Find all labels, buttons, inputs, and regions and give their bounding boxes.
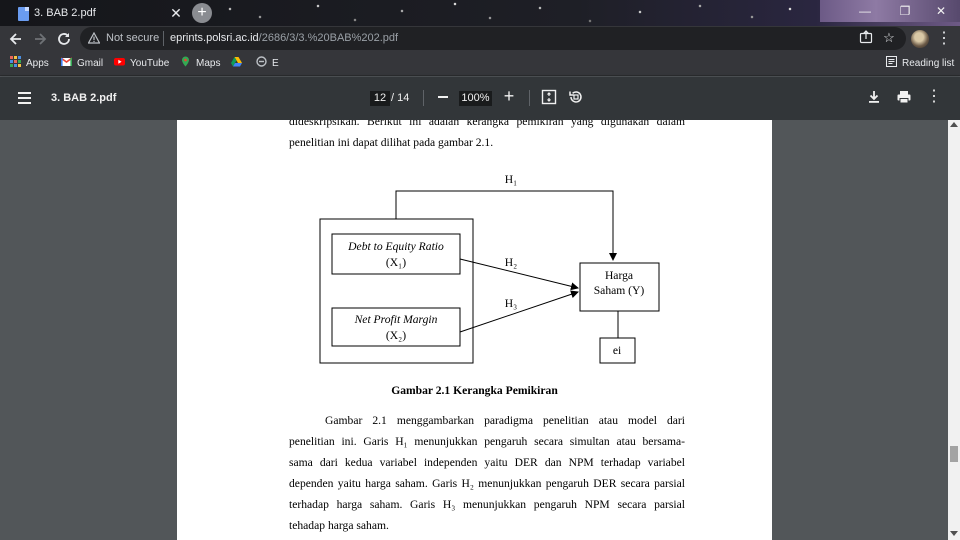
- framework-diagram: Debt to Equity Ratio (X₁) Net Profit Mar…: [177, 164, 772, 374]
- url-host: eprints.polsri.ac.id: [170, 32, 259, 44]
- reading-list-button[interactable]: Reading list: [886, 56, 954, 72]
- label-h2: H₂: [505, 256, 517, 269]
- reload-button[interactable]: [54, 29, 74, 49]
- x2-var: (X₂): [386, 329, 406, 342]
- security-status[interactable]: Not secure: [106, 32, 160, 44]
- figure-caption: Gambar 2.1 Kerangka Pemikiran: [391, 384, 558, 397]
- page-number-input[interactable]: [370, 91, 390, 106]
- more-options-icon[interactable]: ⋮: [926, 88, 942, 105]
- maps-pin-icon: [182, 56, 189, 67]
- bookmark-label: E: [272, 58, 279, 69]
- box-x2: [331, 307, 461, 347]
- download-icon[interactable]: [865, 88, 883, 106]
- bookmark-label: YouTube: [130, 58, 170, 69]
- bookmark-apps[interactable]: Apps: [10, 56, 49, 72]
- bookmark-youtube[interactable]: YouTube: [114, 56, 169, 72]
- y-line1: Harga: [605, 269, 633, 282]
- error-label: ei: [613, 344, 621, 357]
- browser-tab[interactable]: 3. BAB 2.pdf ✕: [8, 2, 188, 26]
- pdf-viewport[interactable]: dideskripsikan. Berikut ini adalah keran…: [0, 120, 948, 540]
- arrow-h1: [395, 190, 617, 261]
- url-text[interactable]: eprints.polsri.ac.id/2686/3/3.%20BAB%202…: [170, 32, 398, 44]
- reading-list-icon: [886, 56, 897, 67]
- text-line: dideskripsikan. Berikut ini adalah keran…: [289, 120, 685, 128]
- x1-var: (X₁): [386, 256, 406, 269]
- zoom-level-input[interactable]: [459, 91, 492, 106]
- back-arrow-icon: [9, 33, 21, 45]
- zoom-in-button[interactable]: +: [503, 86, 515, 106]
- y-line2: Saham (Y): [594, 284, 645, 297]
- reload-icon: [58, 33, 70, 45]
- text-line: penelitian ini. Garis H₁ menunjukkan pen…: [289, 435, 685, 448]
- fit-to-page-icon[interactable]: [540, 88, 558, 106]
- x2-title: Net Profit Margin: [354, 313, 438, 326]
- x1-title: Debt to Equity Ratio: [347, 240, 444, 253]
- address-bar[interactable]: Not secure eprints.polsri.ac.id/2686/3/3…: [80, 27, 906, 50]
- browser-toolbar: Not secure eprints.polsri.ac.id/2686/3/3…: [0, 26, 960, 52]
- bookmarks-bar: Apps Gmail YouTube Maps E Reading list: [0, 52, 960, 76]
- window-controls: — ❐ ✕: [820, 0, 960, 22]
- youtube-icon: [114, 58, 125, 66]
- text-line: dependen yaitu harga saham. Garis H₂ men…: [289, 477, 685, 490]
- tab-title: 3. BAB 2.pdf: [34, 7, 96, 19]
- tab-close-button[interactable]: ✕: [170, 5, 182, 21]
- divider: [529, 90, 530, 106]
- profile-avatar[interactable]: [911, 30, 929, 48]
- gmail-icon: [61, 57, 72, 66]
- text-line: penelitian ini dapat dilihat pada gambar…: [289, 136, 494, 149]
- bookmark-label: Apps: [26, 58, 49, 69]
- hamburger-menu-icon[interactable]: [17, 90, 33, 106]
- menu-kebab-icon[interactable]: ⋮: [936, 30, 952, 47]
- arrow-h2: [459, 258, 579, 291]
- pdf-title: 3. BAB 2.pdf: [51, 92, 117, 104]
- edge-extension-icon: [256, 56, 267, 67]
- bookmark-star-icon[interactable]: ☆: [883, 30, 895, 45]
- text-line: Gambar 2.1 menggambarkan paradigma penel…: [325, 414, 685, 427]
- scrollbar[interactable]: [948, 120, 960, 540]
- tab-strip: 3. BAB 2.pdf ✕ + — ❐ ✕: [0, 0, 960, 26]
- scroll-thumb[interactable]: [950, 446, 958, 462]
- reading-list-label: Reading list: [902, 58, 955, 69]
- zoom-out-button[interactable]: [434, 88, 452, 106]
- scroll-down-arrow-icon[interactable]: [950, 531, 958, 536]
- pdf-toolbar: 3. BAB 2.pdf / 14 + ⋮: [0, 77, 960, 120]
- close-window-icon[interactable]: ✕: [935, 4, 947, 18]
- forward-button[interactable]: [30, 29, 50, 49]
- forward-arrow-icon: [35, 33, 47, 45]
- arrow-h3: [459, 290, 579, 333]
- back-button[interactable]: [6, 29, 26, 49]
- bookmark-drive[interactable]: [231, 56, 247, 72]
- text-line: terhadap harga saham. Garis H₃ menunjukk…: [289, 498, 685, 511]
- divider: [423, 90, 424, 106]
- share-icon[interactable]: [858, 30, 874, 46]
- page-total: / 14: [391, 92, 410, 104]
- scroll-up-arrow-icon[interactable]: [950, 122, 958, 127]
- restore-icon[interactable]: ❐: [899, 4, 911, 18]
- label-h3: H₃: [505, 297, 517, 310]
- text-line: tehadap harga saham.: [289, 519, 389, 532]
- divider: [163, 31, 164, 46]
- print-icon[interactable]: [895, 88, 913, 106]
- bookmark-e[interactable]: E: [256, 56, 279, 72]
- bookmark-maps[interactable]: Maps: [180, 56, 220, 72]
- box-x1: [331, 233, 461, 275]
- theme-background: [0, 0, 960, 26]
- apps-grid-icon: [10, 56, 21, 67]
- label-h1: H₁: [505, 173, 517, 186]
- bookmark-gmail[interactable]: Gmail: [61, 56, 103, 72]
- file-icon: [18, 7, 29, 21]
- warning-icon[interactable]: [88, 32, 100, 44]
- text-line: sama dari kedua variabel independen yait…: [289, 456, 685, 469]
- bookmark-label: Maps: [196, 58, 221, 69]
- pdf-page: dideskripsikan. Berikut ini adalah keran…: [177, 120, 772, 540]
- url-path: /2686/3/3.%20BAB%202.pdf: [258, 32, 399, 44]
- minimize-icon[interactable]: —: [859, 4, 871, 18]
- new-tab-button[interactable]: +: [192, 3, 212, 23]
- google-drive-icon: [231, 57, 242, 67]
- box-y: [579, 262, 660, 312]
- bookmark-label: Gmail: [77, 58, 104, 69]
- rotate-icon[interactable]: [567, 88, 585, 106]
